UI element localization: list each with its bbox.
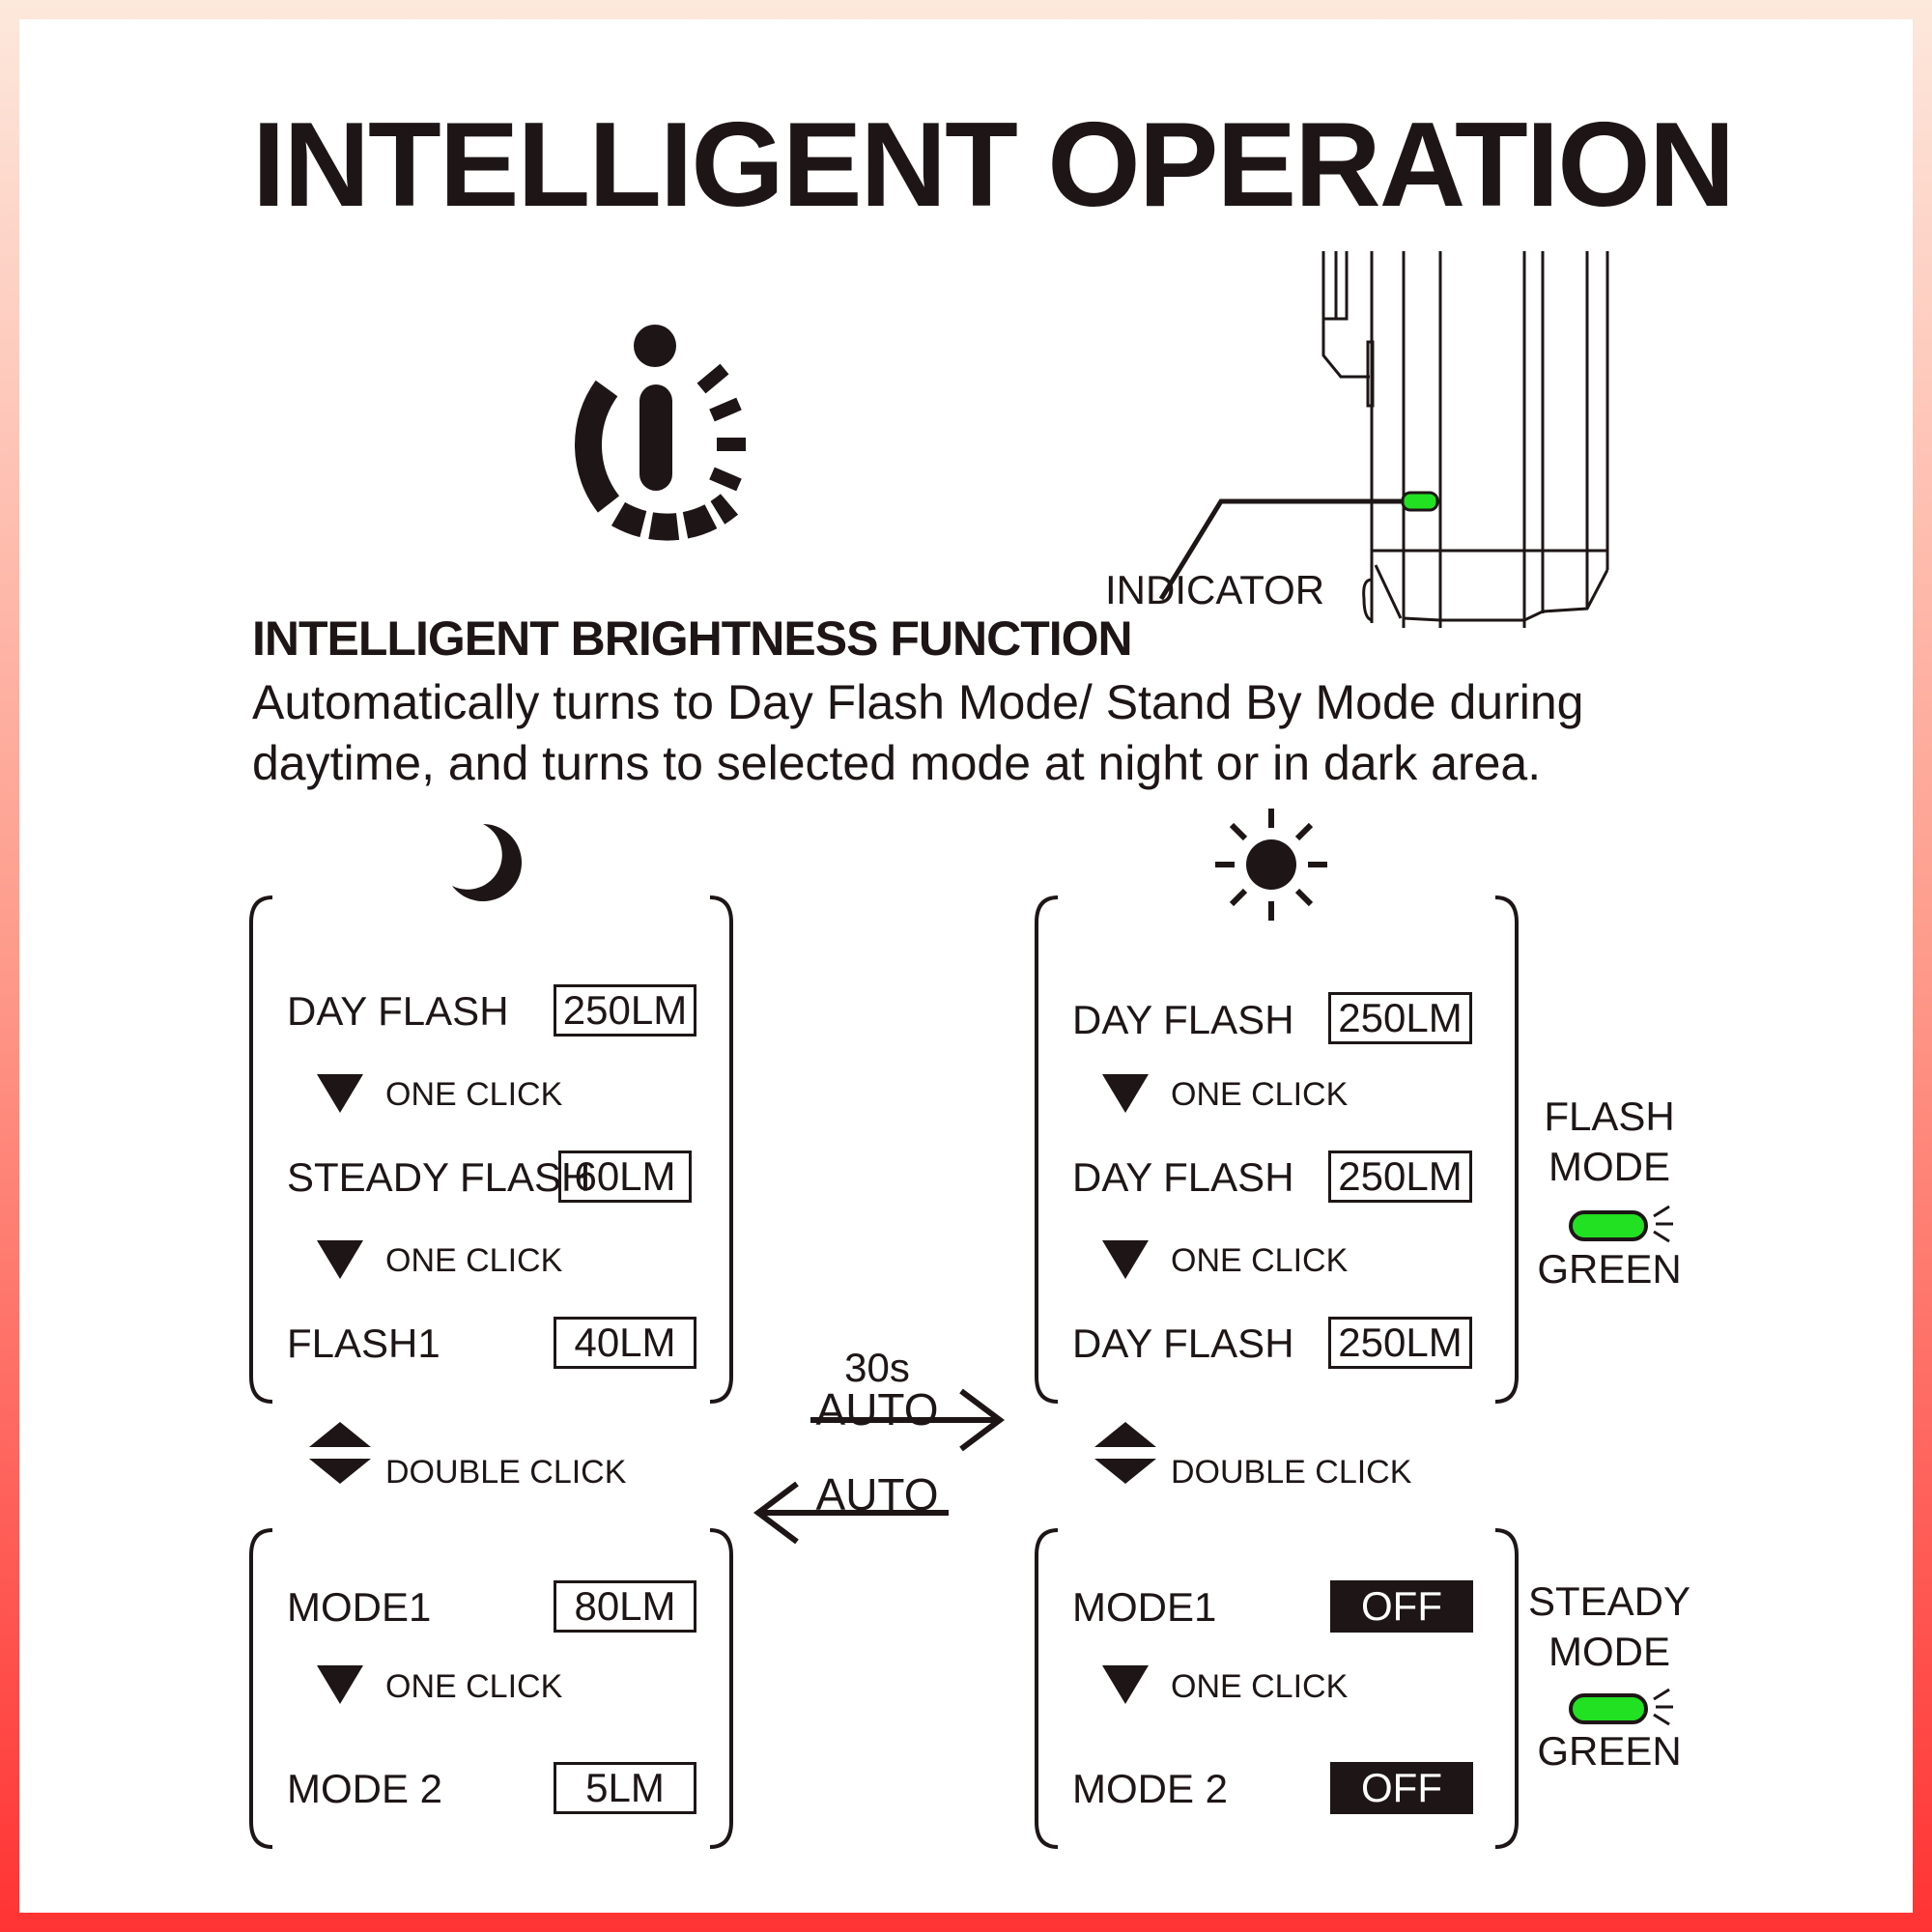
auto-delay-label: 30s xyxy=(844,1345,910,1390)
steady-mode-color: GREEN xyxy=(1537,1728,1682,1774)
auto-to-day-label: AUTO xyxy=(815,1384,939,1435)
auto-arrows xyxy=(753,1388,1005,1545)
one-click-label: ONE CLICK xyxy=(1171,1668,1349,1705)
double-click-label: DOUBLE CLICK xyxy=(385,1454,627,1491)
night-lumen-badge: 5LM xyxy=(554,1762,696,1814)
moon-icon xyxy=(452,824,522,901)
day-lumen-badge: 250LM xyxy=(1328,1151,1472,1203)
day-mode-label: DAY FLASH xyxy=(1072,1321,1294,1366)
green-led-icon xyxy=(1569,1693,1648,1724)
section-subtitle: INTELLIGENT BRIGHTNESS FUNCTION xyxy=(252,611,1133,666)
night-mode-label: MODE 2 xyxy=(287,1766,443,1811)
indicator-label: INDICATOR xyxy=(1105,567,1325,612)
down-arrow-icon xyxy=(1102,1074,1149,1113)
flash-mode-line1: FLASH xyxy=(1544,1094,1675,1139)
night-mode-label: STEADY FLASH xyxy=(287,1154,591,1200)
auto-to-night-label: AUTO xyxy=(815,1469,939,1520)
page-title: INTELLIGENT OPERATION xyxy=(252,99,1735,232)
sun-icon xyxy=(1215,809,1327,921)
description-line: daytime, and turns to selected mode at n… xyxy=(252,736,1542,790)
night-lumen-badge: 250LM xyxy=(554,984,696,1037)
night-lumen-badge: 60LM xyxy=(558,1151,692,1203)
night-lumen-badge: 40LM xyxy=(554,1317,696,1369)
one-click-label: ONE CLICK xyxy=(1171,1242,1349,1279)
down-arrow-icon xyxy=(317,1240,363,1279)
day-mode-label: DAY FLASH xyxy=(1072,1154,1294,1200)
one-click-label: ONE CLICK xyxy=(385,1242,563,1279)
one-click-label: ONE CLICK xyxy=(385,1076,563,1113)
glow-icon xyxy=(1653,1205,1673,1243)
one-click-label: ONE CLICK xyxy=(1171,1076,1349,1113)
night-mode-label: FLASH1 xyxy=(287,1321,440,1366)
green-led-icon xyxy=(1569,1210,1648,1241)
day-off-badge: OFF xyxy=(1330,1580,1473,1633)
down-arrow-icon xyxy=(317,1665,363,1704)
canvas: INTELLIGENT OPERATION INDICATOR INTELLIG… xyxy=(19,19,1913,1913)
description: Automatically turns to Day Flash Mode/ S… xyxy=(252,672,1583,794)
day-mode-label: DAY FLASH xyxy=(1072,997,1294,1042)
night-mode-label: MODE1 xyxy=(287,1584,432,1630)
night-lumen-badge: 80LM xyxy=(554,1580,696,1633)
device-drawing xyxy=(1158,251,1609,628)
mode-brackets xyxy=(249,895,1519,1849)
flash-mode-line2: MODE xyxy=(1548,1144,1670,1189)
day-mode-label: MODE1 xyxy=(1072,1584,1217,1630)
down-arrow-icon xyxy=(1102,1665,1149,1704)
flash-mode-color: GREEN xyxy=(1537,1246,1682,1292)
down-arrow-icon xyxy=(1102,1240,1149,1279)
day-lumen-badge: 250LM xyxy=(1328,992,1472,1044)
description-line: Automatically turns to Day Flash Mode/ S… xyxy=(252,675,1584,729)
indicator-led xyxy=(1401,491,1439,512)
day-lumen-badge: 250LM xyxy=(1328,1317,1472,1369)
day-off-badge: OFF xyxy=(1330,1762,1473,1814)
glow-icon xyxy=(1653,1688,1673,1726)
double-click-icons xyxy=(309,1422,1156,1484)
steady-mode-line2: MODE xyxy=(1548,1629,1670,1674)
double-click-label: DOUBLE CLICK xyxy=(1171,1454,1412,1491)
intelligent-brightness-icon xyxy=(575,325,746,541)
day-mode-label: MODE 2 xyxy=(1072,1766,1229,1811)
night-mode-label: DAY FLASH xyxy=(287,988,509,1034)
one-click-label: ONE CLICK xyxy=(385,1668,563,1705)
down-arrow-icon xyxy=(317,1074,363,1113)
steady-mode-line1: STEADY xyxy=(1527,1578,1691,1624)
